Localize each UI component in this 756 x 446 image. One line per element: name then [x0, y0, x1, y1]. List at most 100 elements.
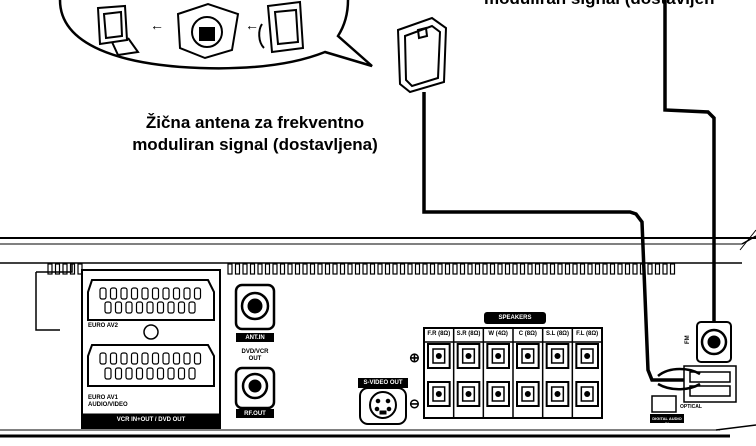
vent-slot	[249, 263, 256, 275]
scart-bar-label: VCR IN+OUT / DVD OUT	[116, 417, 186, 423]
vent-slot	[369, 263, 376, 275]
arrow-left-icon: ←	[150, 17, 164, 33]
vent-slot	[272, 263, 278, 275]
scart-pin	[172, 287, 181, 300]
scart-pin	[188, 367, 196, 380]
vent-slot	[399, 263, 406, 275]
vent-slot	[654, 263, 661, 275]
vent-slot	[557, 263, 563, 275]
scart-pin	[114, 301, 123, 314]
dvd-vcr-out-label-line-2: OUT	[248, 356, 262, 362]
vent-slot	[407, 263, 413, 275]
ant-in-socket[interactable]	[234, 283, 276, 331]
vent-slot	[632, 263, 638, 275]
speaker-channel-label: F.L (8Ω)	[576, 331, 599, 337]
speaker-terminal[interactable]	[456, 343, 481, 369]
dvd-vcr-out-label-line-1: DVD/VCR	[241, 349, 269, 355]
euro-av1-label: EURO AV1 AUDIO/VIDEO	[88, 395, 128, 409]
ant-in-label: ANT.IN	[245, 335, 265, 341]
scart-pin	[167, 301, 175, 314]
speaker-terminal[interactable]	[486, 381, 511, 407]
scart-pin	[141, 287, 149, 300]
vent-slot	[609, 263, 616, 275]
scart-pin	[162, 352, 170, 365]
vent-slot	[459, 263, 466, 275]
speaker-terminal[interactable]	[545, 381, 570, 407]
scart-pin	[130, 352, 139, 365]
speaker-terminal[interactable]	[516, 343, 540, 369]
vent-slot	[362, 263, 368, 275]
scart-pin	[125, 367, 133, 380]
vent-slot	[257, 263, 263, 275]
rf-out-label: RF.OUT	[244, 411, 266, 417]
speaker-terminal[interactable]	[516, 381, 540, 407]
vent-slot	[474, 263, 481, 275]
vent-slot	[339, 263, 346, 275]
vent-slot	[347, 263, 353, 275]
scart-pin	[104, 367, 112, 380]
vent-slot	[62, 263, 68, 275]
assembly-step-3-icon	[258, 0, 305, 54]
unit-body	[0, 229, 756, 438]
vent-slot	[54, 263, 61, 275]
scart-pin	[172, 352, 181, 365]
vent-slot	[242, 263, 248, 275]
vent-slot	[354, 263, 361, 275]
vent-slot	[534, 263, 541, 275]
speaker-terminal[interactable]	[545, 343, 570, 369]
speaker-terminal[interactable]	[427, 343, 451, 369]
vent-slot	[527, 263, 533, 275]
scart-pin	[146, 367, 154, 380]
vent-slot	[624, 263, 631, 275]
arrow-left-icon: ←	[245, 17, 259, 33]
rf-out-socket[interactable]	[234, 366, 276, 410]
speaker-terminals	[427, 328, 599, 418]
scart-pin	[162, 287, 170, 300]
scart-pin	[151, 287, 160, 300]
wire-antenna-caption-line-2: moduliran signal (dostavljena)	[132, 135, 378, 154]
scart-pin	[109, 287, 118, 300]
vent-slot	[572, 263, 578, 275]
scart-pin	[177, 367, 186, 380]
s-video-out-socket[interactable]	[359, 387, 407, 425]
speakers-title: SPEAKERS	[498, 315, 532, 321]
speaker-terminal[interactable]	[575, 381, 599, 407]
am-terminal[interactable]	[657, 365, 737, 403]
dvd-vcr-out-label: DVD/VCR OUT	[232, 349, 278, 363]
top-right-caption: moduliran signal (dostavljen	[484, 0, 756, 10]
vent-slot	[377, 263, 383, 275]
vent-slot	[332, 263, 338, 275]
fm-antenna-cable	[663, 0, 716, 330]
speaker-terminal[interactable]	[456, 381, 481, 407]
vent-slot	[452, 263, 458, 275]
vent-slot	[647, 263, 653, 275]
vent-slot	[294, 263, 301, 275]
digital-audio-in-bar	[650, 414, 684, 423]
speaker-terminal[interactable]	[427, 381, 451, 407]
euro-av2-label: EURO AV2	[88, 323, 119, 329]
wire-antenna-icon	[396, 16, 448, 94]
vent-slot	[384, 263, 391, 275]
vent-slot	[564, 263, 571, 275]
optical-socket[interactable]	[651, 395, 677, 413]
fm-socket[interactable]	[696, 321, 732, 363]
wire-antenna-caption-line-1: Žična antena za frekventno	[145, 113, 365, 132]
scart-pin	[135, 301, 144, 314]
speaker-terminal[interactable]	[575, 343, 599, 369]
vent-slot	[504, 263, 511, 275]
vent-slot	[579, 263, 586, 275]
vent-slot	[264, 263, 271, 275]
speaker-channel-label: S.L (8Ω)	[545, 331, 569, 337]
speaker-channel-label: C (8Ω)	[518, 331, 537, 337]
scart-panel	[81, 269, 221, 429]
scart-pin	[188, 301, 196, 314]
scart-pin	[183, 352, 191, 365]
speakers-title-bar	[484, 312, 546, 324]
scart-pin	[183, 287, 191, 300]
speaker-channel-label: S.R (8Ω)	[456, 331, 481, 337]
scart-pin	[114, 367, 123, 380]
scart-pin	[167, 367, 175, 380]
speaker-terminal[interactable]	[486, 343, 511, 369]
vent-slot	[234, 263, 241, 275]
